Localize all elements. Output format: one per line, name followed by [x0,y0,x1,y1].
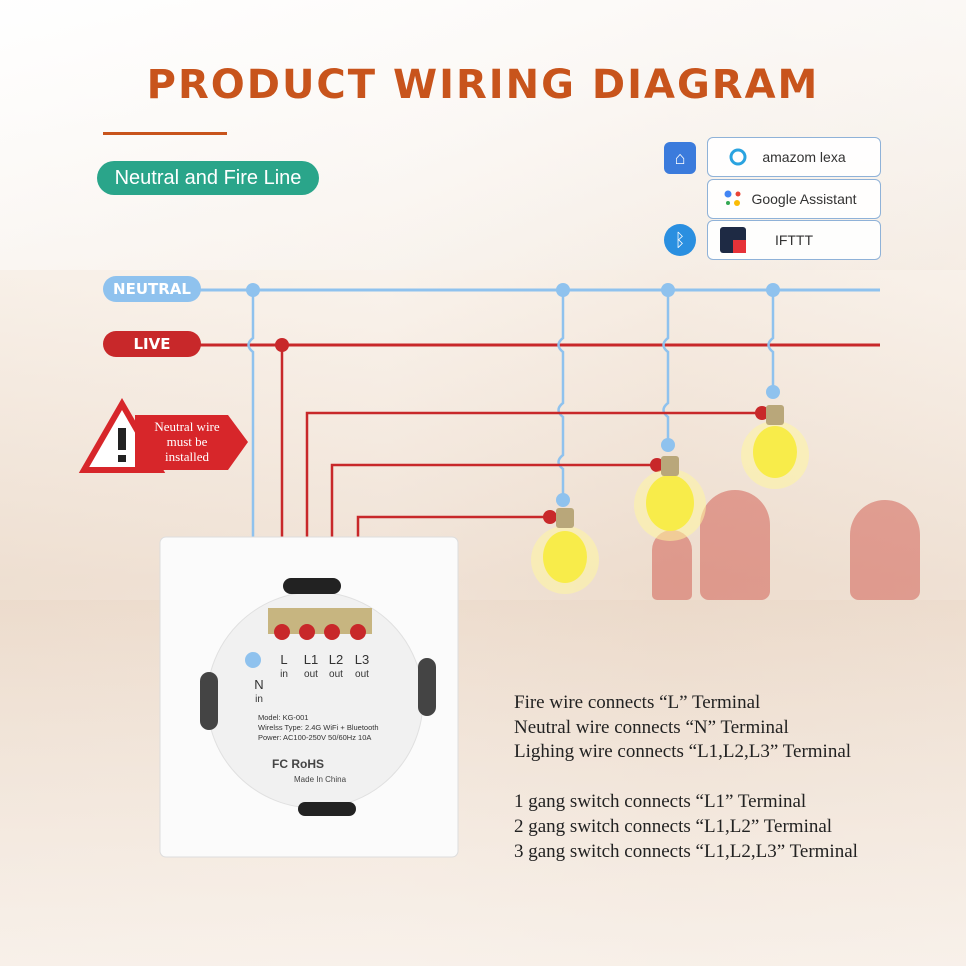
ifttt-icon [720,227,746,253]
info-line: Lighing wire connects “L1,L2,L3” Termina… [514,741,852,762]
neutral-wire-lamp2 [662,290,670,445]
neutral-lamp-node [556,493,570,507]
warning-line: must be [166,434,208,449]
info-line: Fire wire connects “L” Terminal [514,692,761,713]
info-line: 3 gang switch connects “L1,L2,L3” Termin… [514,841,858,862]
lamp-live-node [755,406,769,420]
terminal-sub: in [280,669,288,680]
warning-text: Neutral wire must be installed [137,419,237,464]
spec-power: Power: AC100-250V 50/60Hz 10A [258,733,372,742]
live-junction [275,338,289,352]
alexa-ring-icon [729,148,747,166]
background-chair [652,530,692,600]
switch-clip-bottom [298,802,356,816]
service-google-assistant: Google Assistant [707,179,881,219]
smart-home-app-icon: ⌂ [664,142,696,174]
terminal-label: L2 [328,652,344,667]
lamp-live-node [543,510,557,524]
service-label: IFTTT [774,232,814,248]
light-bulb-icon [634,456,706,541]
background-chair [850,500,920,600]
terminal-label: N [254,677,264,692]
neutral-wire-lamp1 [557,290,565,500]
spec-model: Model: KG-001 [258,713,309,722]
neutral-junction [661,283,675,297]
switch-clip-left [200,672,218,730]
switch-spec-label: Model: KG-001 Wirelss Type: 2.4G WiFi + … [258,713,379,743]
neutral-lamp-node [766,385,780,399]
neutral-junction [556,283,570,297]
title-underline [103,132,227,135]
live-line-pill: LIVE [103,331,201,357]
google-assistant-dots-icon [724,190,741,206]
switch-clip-top [283,578,341,594]
neutral-wire-to-switch [247,290,255,660]
warning-line: Neutral wire [154,419,220,434]
terminal-sub: out [304,669,318,680]
terminal-N [245,652,261,668]
service-ifttt: IFTTT [707,220,881,260]
warning-sign [78,397,248,473]
service-label: amazom lexa [762,149,846,165]
terminal-L [274,624,290,640]
service-amazon-alexa: amazom lexa [707,137,881,177]
info-line: Neutral wire connects “N” Terminal [514,717,789,738]
background-chair [700,490,770,600]
terminal-label: L1 [303,652,319,667]
info-line: 1 gang switch connects “L1” Terminal [514,791,807,812]
terminal-L2 [324,624,340,640]
neutral-line-pill: NEUTRAL [103,276,201,302]
terminal-sub: out [329,669,343,680]
neutral-junction [766,283,780,297]
light-bulb-icon [741,405,809,489]
terminal-sub: out [355,669,369,680]
terminal-sub: in [255,694,263,705]
info-line: 2 gang switch connects “L1,L2” Terminal [514,816,833,837]
neutral-lamp-node [661,438,675,452]
page-title: PRODUCT WIRING DIAGRAM [146,62,820,108]
neutral-junction [246,283,260,297]
neutral-fire-pill: Neutral and Fire Line [97,161,319,195]
bluetooth-icon: ᛒ [664,224,696,256]
terminal-label: L3 [354,652,370,667]
cert-marks: FC RoHS [272,757,324,771]
lamp-live-node [650,458,664,472]
made-in-label: Made In China [294,775,347,784]
neutral-wire-lamp3 [767,290,775,392]
terminal-L3 [350,624,366,640]
switch-clip-right [418,658,436,716]
terminal-L1 [299,624,315,640]
spec-wireless: Wirelss Type: 2.4G WiFi + Bluetooth [258,723,379,732]
light-bulb-icon [531,508,599,594]
terminal-label: L [280,652,288,667]
service-label: Google Assistant [751,191,857,207]
warning-line: installed [164,449,210,464]
